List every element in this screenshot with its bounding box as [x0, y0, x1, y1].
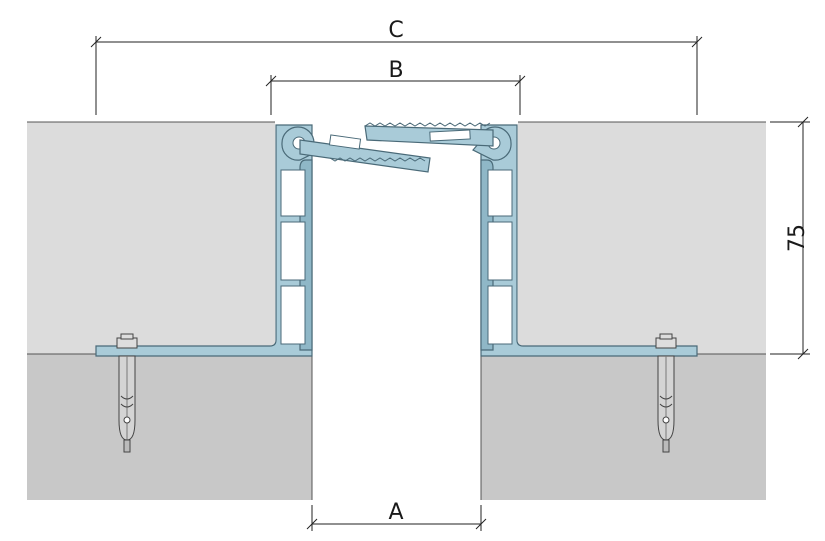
dimension-height: 75: [770, 116, 810, 360]
dimension-b-label: B: [388, 58, 403, 83]
dimension-b: B: [265, 58, 526, 115]
left-substrate-slab: [27, 354, 312, 500]
right-screed-layer: [518, 122, 766, 354]
dimension-a: A: [306, 500, 487, 531]
left-anchor-bolt: [116, 333, 138, 453]
dimension-c: C: [90, 18, 703, 115]
scissor-cover: [281, 122, 512, 173]
right-substrate-slab: [481, 354, 766, 500]
serration-lower: [329, 157, 426, 162]
right-anchor-bolt: [655, 333, 677, 453]
scissor-arm-left: [299, 139, 431, 173]
serration-upper: [364, 122, 491, 127]
scissor-arm-right: [364, 125, 494, 147]
left-screed-layer: [27, 122, 275, 354]
joint-gap: [313, 160, 480, 500]
dimension-c-label: C: [388, 18, 403, 43]
right-profile-chambers: [487, 169, 513, 345]
dimension-a-label: A: [388, 500, 403, 525]
left-profile-chambers: [280, 169, 306, 345]
dimension-height-label: 75: [785, 224, 810, 252]
